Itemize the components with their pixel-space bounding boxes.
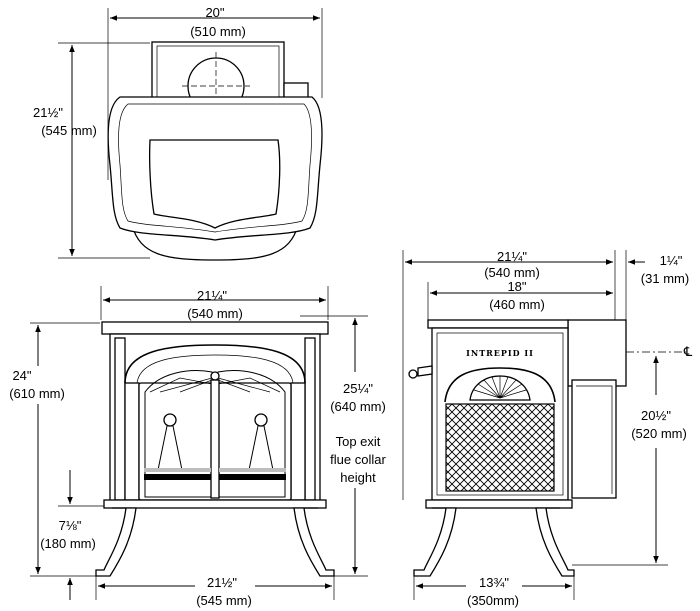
front-base-width-inches: 21½" (207, 575, 237, 590)
side-base-plate (425, 499, 573, 509)
front-left-leg (95, 507, 137, 577)
side-front-leg (413, 507, 457, 577)
side-overall-depth-mm: (540 mm) (484, 265, 540, 280)
door-latch-knob (210, 371, 220, 381)
offset-inches: 1¼" (660, 253, 683, 268)
right-column (304, 337, 316, 501)
top-depth-inches: 21½" (33, 105, 63, 120)
side-rear-leg (535, 507, 575, 577)
flue-height-mm: (640 mm) (330, 399, 386, 414)
leg-span-inches: 13¾" (479, 575, 509, 590)
rear-flue-height-inches: 20½" (641, 408, 671, 423)
rear-flue-collar (567, 319, 627, 387)
front-top-width-mm: (540 mm) (187, 306, 243, 321)
front-height-mm: (610 mm) (9, 386, 65, 401)
flue-note-line-3: height (340, 470, 376, 485)
front-arch (124, 344, 306, 384)
left-grate (144, 474, 211, 480)
side-lattice-panel (445, 403, 555, 492)
front-base-plate (103, 499, 327, 509)
front-right-leg (293, 507, 335, 577)
offset-mm: (31 mm) (641, 271, 689, 286)
side-body-depth-inches: 18" (507, 279, 526, 294)
top-width-mm: (510 mm) (190, 24, 246, 39)
side-body-depth-mm: (460 mm) (489, 297, 545, 312)
top-depth-mm: (545 mm) (41, 123, 97, 138)
side-top-plate (427, 319, 569, 329)
front-view: 21¼" (540 mm) 24" (610 mm) 7⅛" (180 mm) … (0, 286, 386, 608)
flue-note-line-2: flue collar (330, 452, 386, 467)
flue-height-inches: 25¼" (343, 381, 373, 396)
top-width-inches: 20" (205, 5, 224, 20)
flue-note-line-1: Top exit (336, 434, 381, 449)
front-top-plate (101, 321, 329, 335)
front-height-inches: 24" (12, 368, 31, 383)
rear-flue-height-mm: (520 mm) (631, 426, 687, 441)
centerline-symbol: ℄ (683, 344, 693, 359)
side-view: 21¼" (540 mm) 18" (460 mm) 1¼" (31 mm) ℄… (402, 249, 693, 608)
right-andiron (254, 413, 268, 427)
leg-height-mm: (180 mm) (40, 536, 96, 551)
leg-height-inches: 7⅛" (59, 518, 82, 533)
front-top-width-inches: 21¼" (197, 288, 227, 303)
right-grate (219, 474, 286, 480)
side-overall-depth-inches: 21¼" (497, 249, 527, 264)
side-arch (444, 367, 556, 403)
griddle-panel (148, 139, 281, 229)
air-control-knob (417, 365, 433, 377)
front-base-width-mm: (545 mm) (196, 593, 252, 608)
rear-heat-shield (571, 379, 617, 499)
leg-span-mm: (350mm) (467, 593, 519, 608)
shell-ornament (469, 375, 531, 401)
left-andiron (163, 413, 177, 427)
top-view: 20" (510 mm) 21½" (545 mm) (33, 5, 323, 261)
brand-text: INTREPID II (466, 348, 534, 358)
left-column (114, 337, 126, 501)
